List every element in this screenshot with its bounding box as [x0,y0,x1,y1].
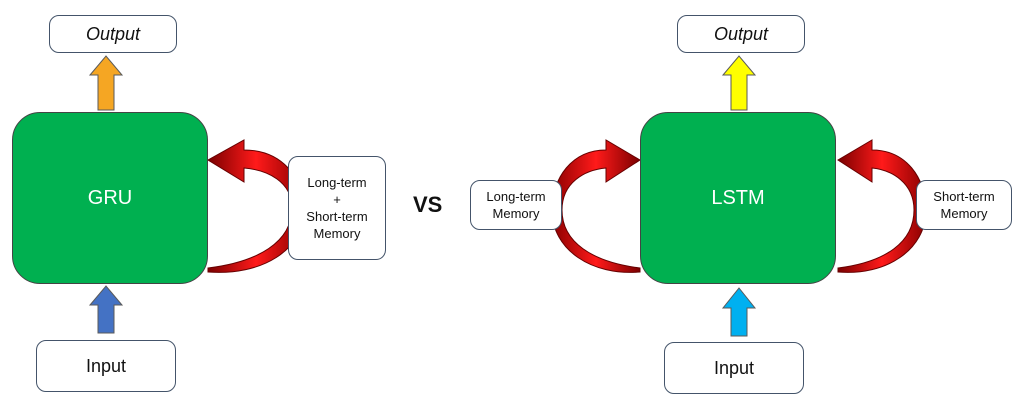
lstm-core-label: LSTM [711,186,765,209]
gru-core-label: GRU [87,186,133,209]
lstm-core-block: LSTM [640,112,836,284]
gru-input-label: Input [85,355,127,376]
lstm-input-arrow [721,287,757,337]
gru-core-block: GRU [12,112,208,284]
gru-memory-line-2: + [333,192,341,207]
lstm-long-term-memory-box: Long-term Memory [470,180,562,230]
gru-output-box: Output [49,15,177,53]
lstm-short-term-loop-arrow [837,139,927,273]
lstm-input-label: Input [713,357,755,378]
gru-input-box: Input [36,340,176,392]
gru-memory-line-4: Memory [313,226,361,241]
lstm-output-arrow [721,55,757,111]
lstm-output-label: Output [713,23,769,44]
lstm-long-term-loop-arrow [551,139,641,273]
lstm-short-term-line-1: Short-term [933,189,995,204]
gru-output-arrow [88,55,124,111]
lstm-long-term-line-2: Memory [492,206,540,221]
gru-input-arrow [88,285,124,334]
gru-output-label: Output [85,23,141,44]
gru-loop-arrow [207,139,305,273]
gru-memory-box: Long-term + Short-term Memory [288,156,386,260]
gru-memory-line-1: Long-term [307,175,367,190]
versus-label: VS [413,192,443,217]
lstm-output-box: Output [677,15,805,53]
lstm-long-term-line-1: Long-term [486,189,546,204]
lstm-short-term-line-2: Memory [940,206,988,221]
lstm-short-term-memory-box: Short-term Memory [916,180,1012,230]
gru-memory-line-3: Short-term [306,209,368,224]
lstm-input-box: Input [664,342,804,394]
